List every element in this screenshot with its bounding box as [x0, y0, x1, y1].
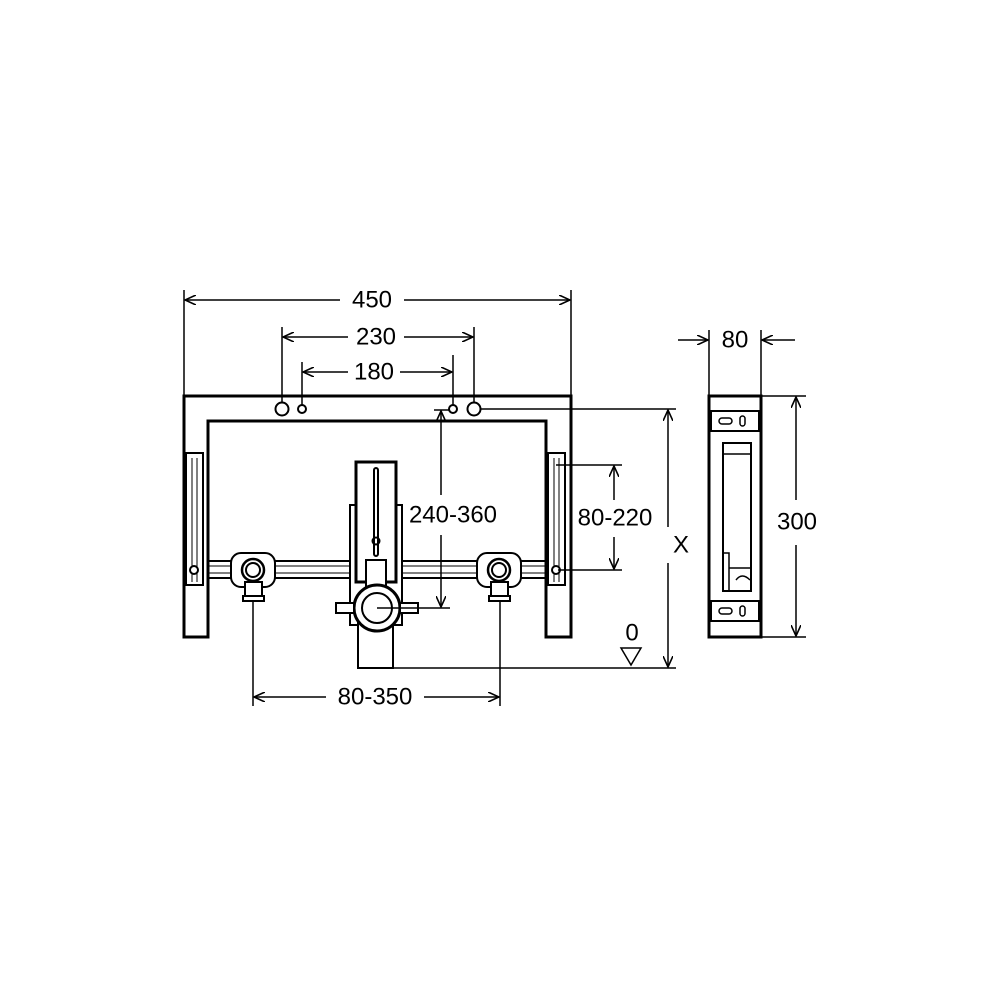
left-side-rail: [185, 452, 204, 586]
dim-230: 230: [356, 324, 396, 351]
dim-x: X: [673, 532, 689, 559]
right-side-rail: [547, 452, 566, 586]
dimension-lines: [183, 290, 806, 706]
floor-level-label: 0: [625, 620, 638, 647]
drain-assembly: [335, 460, 419, 669]
dim-180: 180: [354, 359, 394, 386]
front-frame: [182, 394, 573, 669]
dim-450: 450: [352, 287, 392, 314]
dim-300: 300: [777, 509, 817, 536]
side-view: [707, 394, 763, 639]
dimension-labels: 450 230 180 240-360 80-220 X 80-350 80 3…: [338, 287, 817, 711]
dim-depth-80: 80: [722, 327, 749, 354]
left-water-fitting: [230, 552, 276, 602]
level-triangle-icon: [619, 647, 643, 667]
dim-80-350: 80-350: [338, 684, 413, 711]
floor-level-marker: 0: [619, 620, 643, 667]
right-water-fitting: [476, 552, 522, 602]
dim-240-360: 240-360: [409, 502, 497, 529]
dim-80-220: 80-220: [578, 505, 653, 532]
